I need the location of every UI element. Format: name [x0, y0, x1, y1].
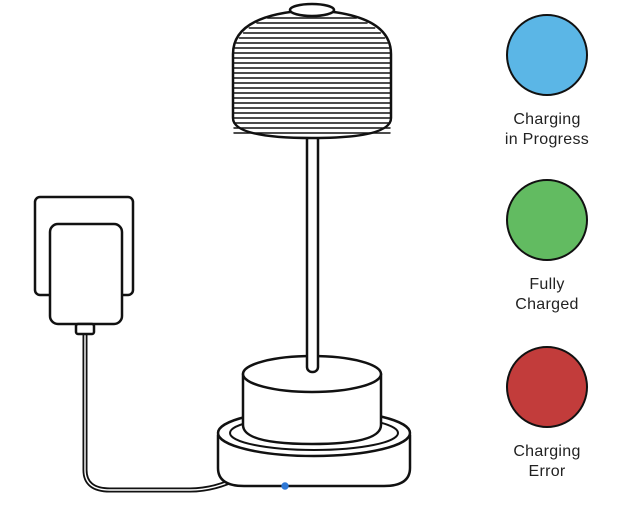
legend-label: Charging in Progress	[504, 111, 590, 148]
red-indicator-icon	[506, 346, 588, 428]
legend-charging-in-progress: Charging in Progress	[487, 14, 607, 150]
legend-charging-error: Charging Error	[487, 346, 607, 482]
legend-fully-charged: Fully Charged	[487, 179, 607, 315]
blue-indicator-icon	[506, 14, 588, 96]
legend-label: Charging Error	[513, 443, 581, 480]
green-indicator-icon	[506, 179, 588, 261]
status-led-icon	[281, 482, 289, 490]
table-lamp-icon	[231, 2, 393, 446]
lamp-charging-illustration	[33, 2, 412, 493]
wall-plug-adapter-icon	[33, 195, 135, 336]
legend-label: Fully Charged	[515, 276, 579, 313]
